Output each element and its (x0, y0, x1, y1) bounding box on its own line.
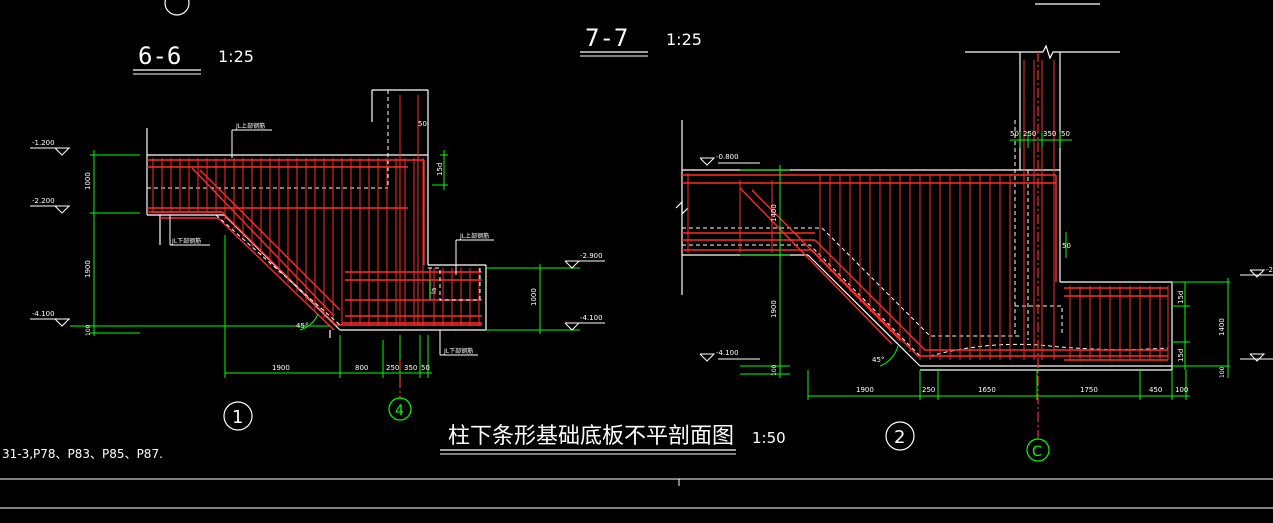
left-angle: 45° (296, 322, 308, 330)
section-6-scale: 1:25 (218, 47, 254, 66)
detail-marker-2-label: 2 (894, 427, 905, 448)
right-vdim-3: 100 (771, 364, 778, 376)
right-hdim-3: 1650 (978, 386, 996, 394)
left-section-drawing: -1.200 -2.200 -4.100 -2.900 -4.100 1000 … (30, 89, 605, 378)
left-elev-2: -2.200 (32, 197, 55, 205)
right-vdim-2: 1900 (770, 300, 778, 318)
axis-4-label: 4 (395, 403, 404, 419)
left-elev-1: -1.200 (32, 139, 55, 147)
right-hdim-5: 450 (1149, 386, 1162, 394)
axis-c-label: C (1032, 444, 1042, 460)
main-scale: 1:50 (752, 429, 786, 447)
right-vdim-5: 15d (1177, 349, 1185, 362)
right-elev-2: -4.100 (716, 349, 739, 357)
left-hdim-2: 800 (355, 364, 368, 372)
right-vdim-1: 1400 (770, 204, 778, 222)
right-topdim-1: 50 (1010, 130, 1019, 138)
right-section-drawing: -0.800 -4.100 -2 50 250 350 50 1400 1900… (675, 44, 1273, 400)
left-elev-3: -4.100 (32, 310, 55, 318)
right-topdim-3: 350 (1043, 130, 1056, 138)
left-elev-4: -2.900 (580, 252, 603, 260)
left-topdim-3: la (430, 288, 438, 294)
partial-circle (164, 0, 190, 16)
left-vdim-2: 1900 (84, 260, 92, 278)
right-vdim-7: 100 (1219, 366, 1226, 378)
axis-c-circle (1026, 438, 1050, 462)
left-hdim-3: 250 (386, 364, 399, 372)
section-7-scale: 1:25 (666, 30, 702, 49)
right-hdim-2: 250 (922, 386, 935, 394)
section-6-label: 6-6 (138, 42, 181, 70)
left-elev-5: -4.100 (580, 314, 603, 322)
detail-marker-2-circle (885, 421, 915, 451)
right-vdim-4: 15d (1177, 291, 1185, 304)
left-topdim-1: 50 (418, 120, 427, 128)
right-topdim-4: 50 (1061, 130, 1070, 138)
left-note-2: JL下部钢筋 (171, 237, 201, 245)
reference-note: 31-3,P78、P83、P85、P87. (2, 447, 163, 461)
detail-marker-1-label: 1 (232, 407, 243, 428)
axis-4-circle (388, 397, 412, 421)
right-side-dim: 50 (1062, 242, 1071, 250)
right-topdim-2: 250 (1023, 130, 1036, 138)
left-vdim-4: 1000 (530, 288, 538, 306)
left-topdim-2: 15d (436, 163, 444, 176)
left-hdim-4: 350 (404, 364, 417, 372)
right-elev-1: -0.800 (716, 153, 739, 161)
right-elev-3: -2 (1266, 266, 1273, 274)
left-vdim-3: 100 (85, 324, 92, 336)
left-hdim-5: 50 (421, 364, 430, 372)
right-vdim-6: 1400 (1218, 318, 1226, 336)
detail-marker-1-circle (223, 401, 253, 431)
left-note-1: JL上部钢筋 (235, 122, 265, 130)
right-hdim-4: 1750 (1080, 386, 1098, 394)
left-hdim-1: 1900 (272, 364, 290, 372)
left-note-3: JL上部钢筋 (459, 232, 489, 240)
right-hdim-1: 1900 (856, 386, 874, 394)
left-note-4: JL下部钢筋 (443, 347, 473, 355)
right-hdim-6: 100 (1175, 386, 1188, 394)
right-angle: 45° (872, 356, 884, 364)
main-title: 柱下条形基础底板不平剖面图 (448, 424, 734, 449)
left-vdim-1: 1000 (84, 172, 92, 190)
section-7-label: 7-7 (585, 24, 628, 52)
